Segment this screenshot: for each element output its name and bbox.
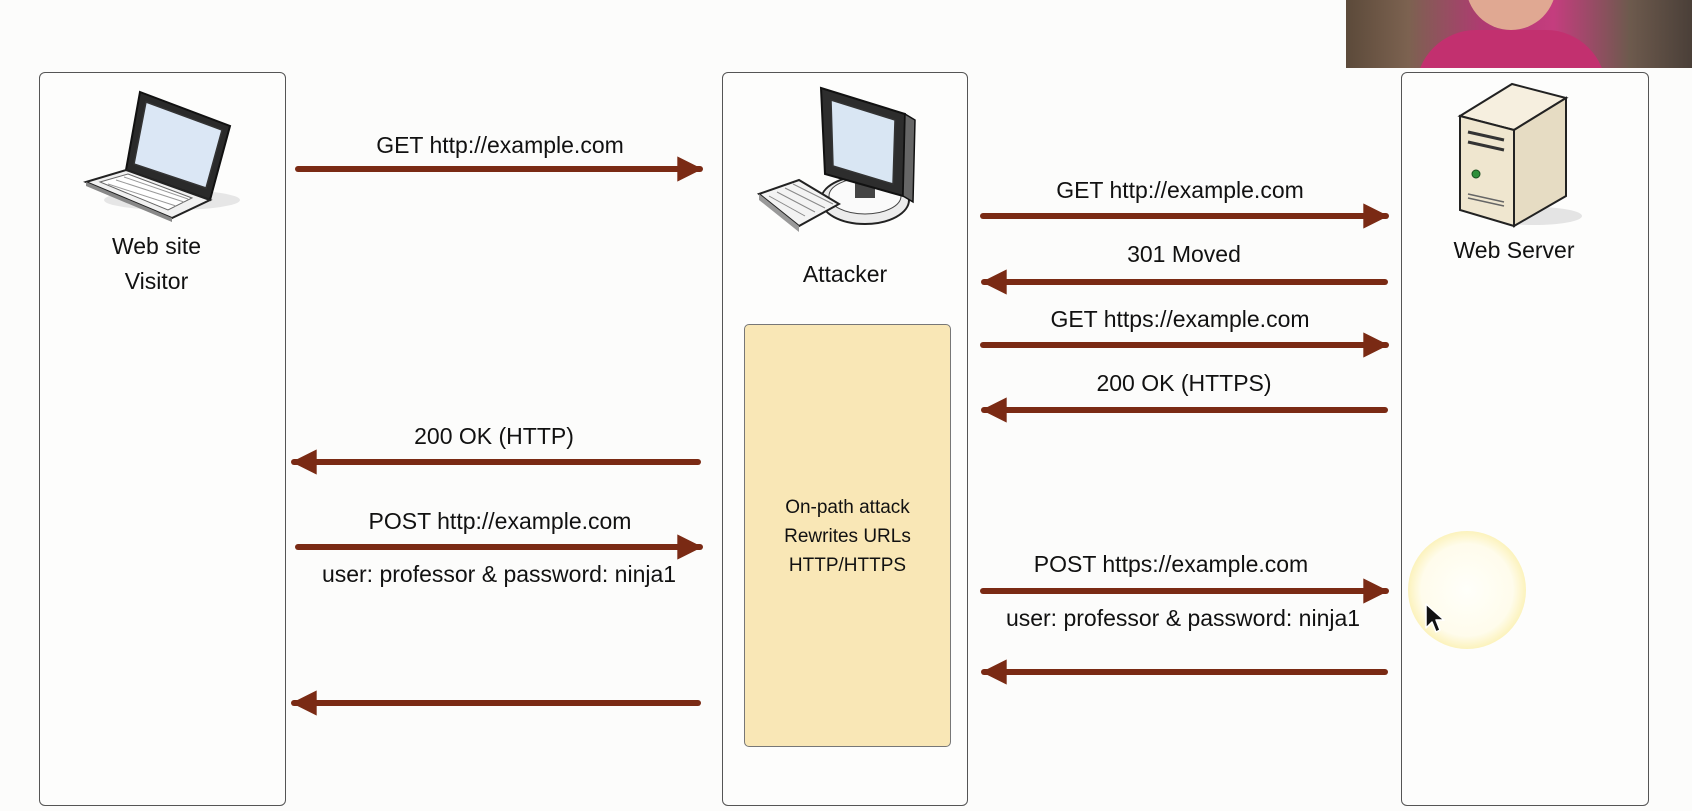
server-label: Web Server [1453,237,1575,263]
msg-server-301-moved: 301 Moved [1127,241,1241,267]
msg-visitor-get-http: GET http://example.com [376,132,624,158]
attack-line-3: HTTP/HTTPS [788,555,907,576]
laptop-icon [83,90,240,222]
msg-attacker-get-http: GET http://example.com [1056,177,1304,203]
msg-attacker-credentials: user: professor & password: ninja1 [1005,605,1361,631]
cursor-highlight [1408,531,1526,649]
attacker-label: Attacker [802,261,888,287]
msg-attacker-post-https: POST https://example.com [1033,551,1309,577]
msg-server-200-https: 200 OK (HTTPS) [1096,370,1272,396]
server-tower-icon [1457,82,1582,228]
attack-line-1: On-path attack [785,497,910,518]
on-path-attack-text: On-path attack Rewrites URLs HTTP/HTTPS [744,493,951,580]
presenter-webcam-overlay [1346,0,1692,68]
attack-line-2: Rewrites URLs [784,526,911,547]
desktop-computer-icon [756,86,916,232]
msg-visitor-200-http: 200 OK (HTTP) [414,423,574,449]
on-path-attack-box [744,324,951,747]
visitor-label-line1: Web site [111,233,202,259]
visitor-label-line2: Visitor [124,268,189,294]
msg-attacker-get-https: GET https://example.com [1050,306,1310,332]
msg-visitor-credentials: user: professor & password: ninja1 [321,561,677,587]
msg-visitor-post-http: POST http://example.com [368,508,632,534]
mouse-cursor-icon [1425,603,1445,633]
presenter-shirt [1416,30,1606,68]
